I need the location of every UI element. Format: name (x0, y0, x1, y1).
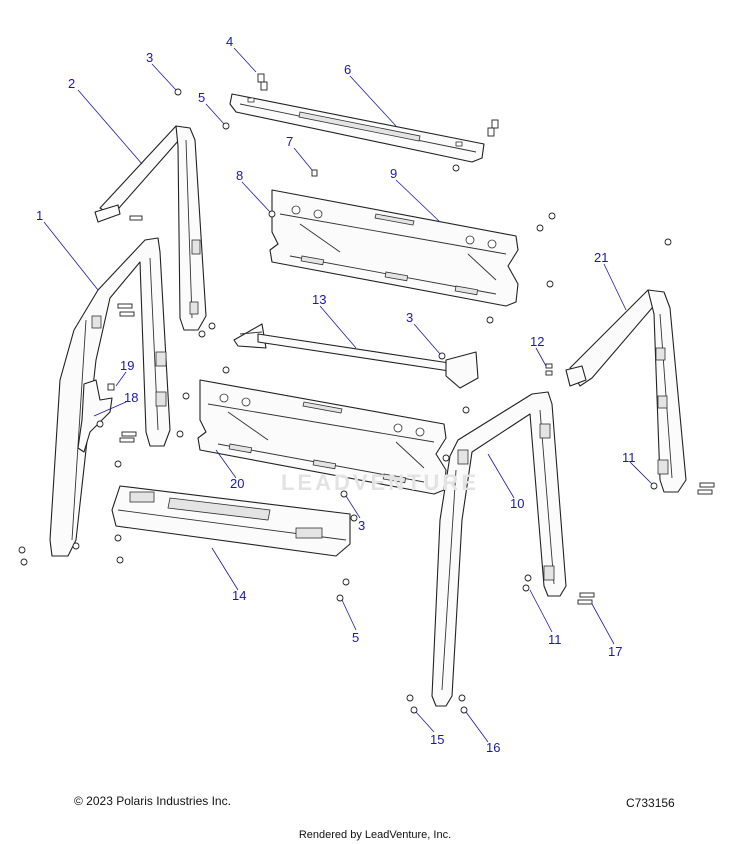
watermark: LEADVENTURE (280, 470, 479, 495)
bolt (487, 127, 495, 137)
callout-1: 1 (36, 208, 43, 223)
bolt (260, 81, 268, 91)
fasteners (117, 73, 715, 605)
callout-labels: 1 2 3 3 3 4 5 5 6 7 8 9 10 11 11 12 13 1… (36, 34, 636, 755)
bolt (545, 370, 553, 376)
bolt (257, 73, 265, 83)
callout-2: 2 (68, 76, 75, 91)
part-1-front-left-hoop (49, 237, 171, 557)
rendered-by-text: Rendered by LeadVenture, Inc. (298, 829, 452, 841)
callout-13: 13 (312, 292, 326, 307)
callout-5: 5 (352, 630, 359, 645)
bolt (129, 215, 143, 221)
bolt (121, 431, 137, 437)
callout-17: 17 (608, 644, 622, 659)
callout-15: 15 (430, 732, 444, 747)
bolt (311, 169, 318, 177)
part-18-side-bracket (77, 379, 115, 453)
callout-7: 7 (286, 134, 293, 149)
callout-3: 3 (146, 50, 153, 65)
bolt (577, 599, 593, 605)
callout-11: 11 (548, 632, 562, 647)
bolt (117, 303, 133, 309)
leader-lines (43, 47, 653, 743)
part-21-rear-right-frame (565, 289, 687, 493)
nuts (18, 88, 672, 714)
callout-14: 14 (232, 588, 246, 603)
part-9-upper-brace-panel (269, 189, 519, 307)
callout-12: 12 (530, 334, 544, 349)
callout-19: 19 (120, 358, 134, 373)
bolt (545, 363, 553, 369)
bolt (491, 119, 499, 129)
callout-6: 6 (344, 62, 351, 77)
callout-5: 5 (198, 90, 205, 105)
part-14-front-panel (111, 485, 351, 557)
callout-10: 10 (510, 496, 524, 511)
part-10-front-right-hoop (431, 391, 567, 707)
callout-16: 16 (486, 740, 500, 755)
callout-11: 11 (622, 450, 636, 465)
callout-3: 3 (406, 310, 413, 325)
part-2-rear-left-frame (94, 125, 207, 331)
callout-8: 8 (236, 168, 243, 183)
part-13-middle-crossbar (233, 323, 479, 389)
part-6-upper-crossbar (229, 93, 485, 163)
callout-21: 21 (594, 250, 608, 265)
bolt (579, 592, 595, 598)
bolt (697, 489, 713, 495)
diagram-code: C733156 (626, 796, 675, 810)
copyright-text: © 2023 Polaris Industries Inc. (74, 794, 231, 808)
callout-3: 3 (358, 518, 365, 533)
bolt (699, 482, 715, 488)
bolt (119, 311, 135, 317)
callout-20: 20 (230, 476, 244, 491)
callout-18: 18 (124, 390, 138, 405)
bolt (119, 437, 135, 443)
part-20-lower-brace-panel (197, 379, 447, 495)
callout-4: 4 (226, 34, 233, 49)
callout-9: 9 (390, 166, 397, 181)
